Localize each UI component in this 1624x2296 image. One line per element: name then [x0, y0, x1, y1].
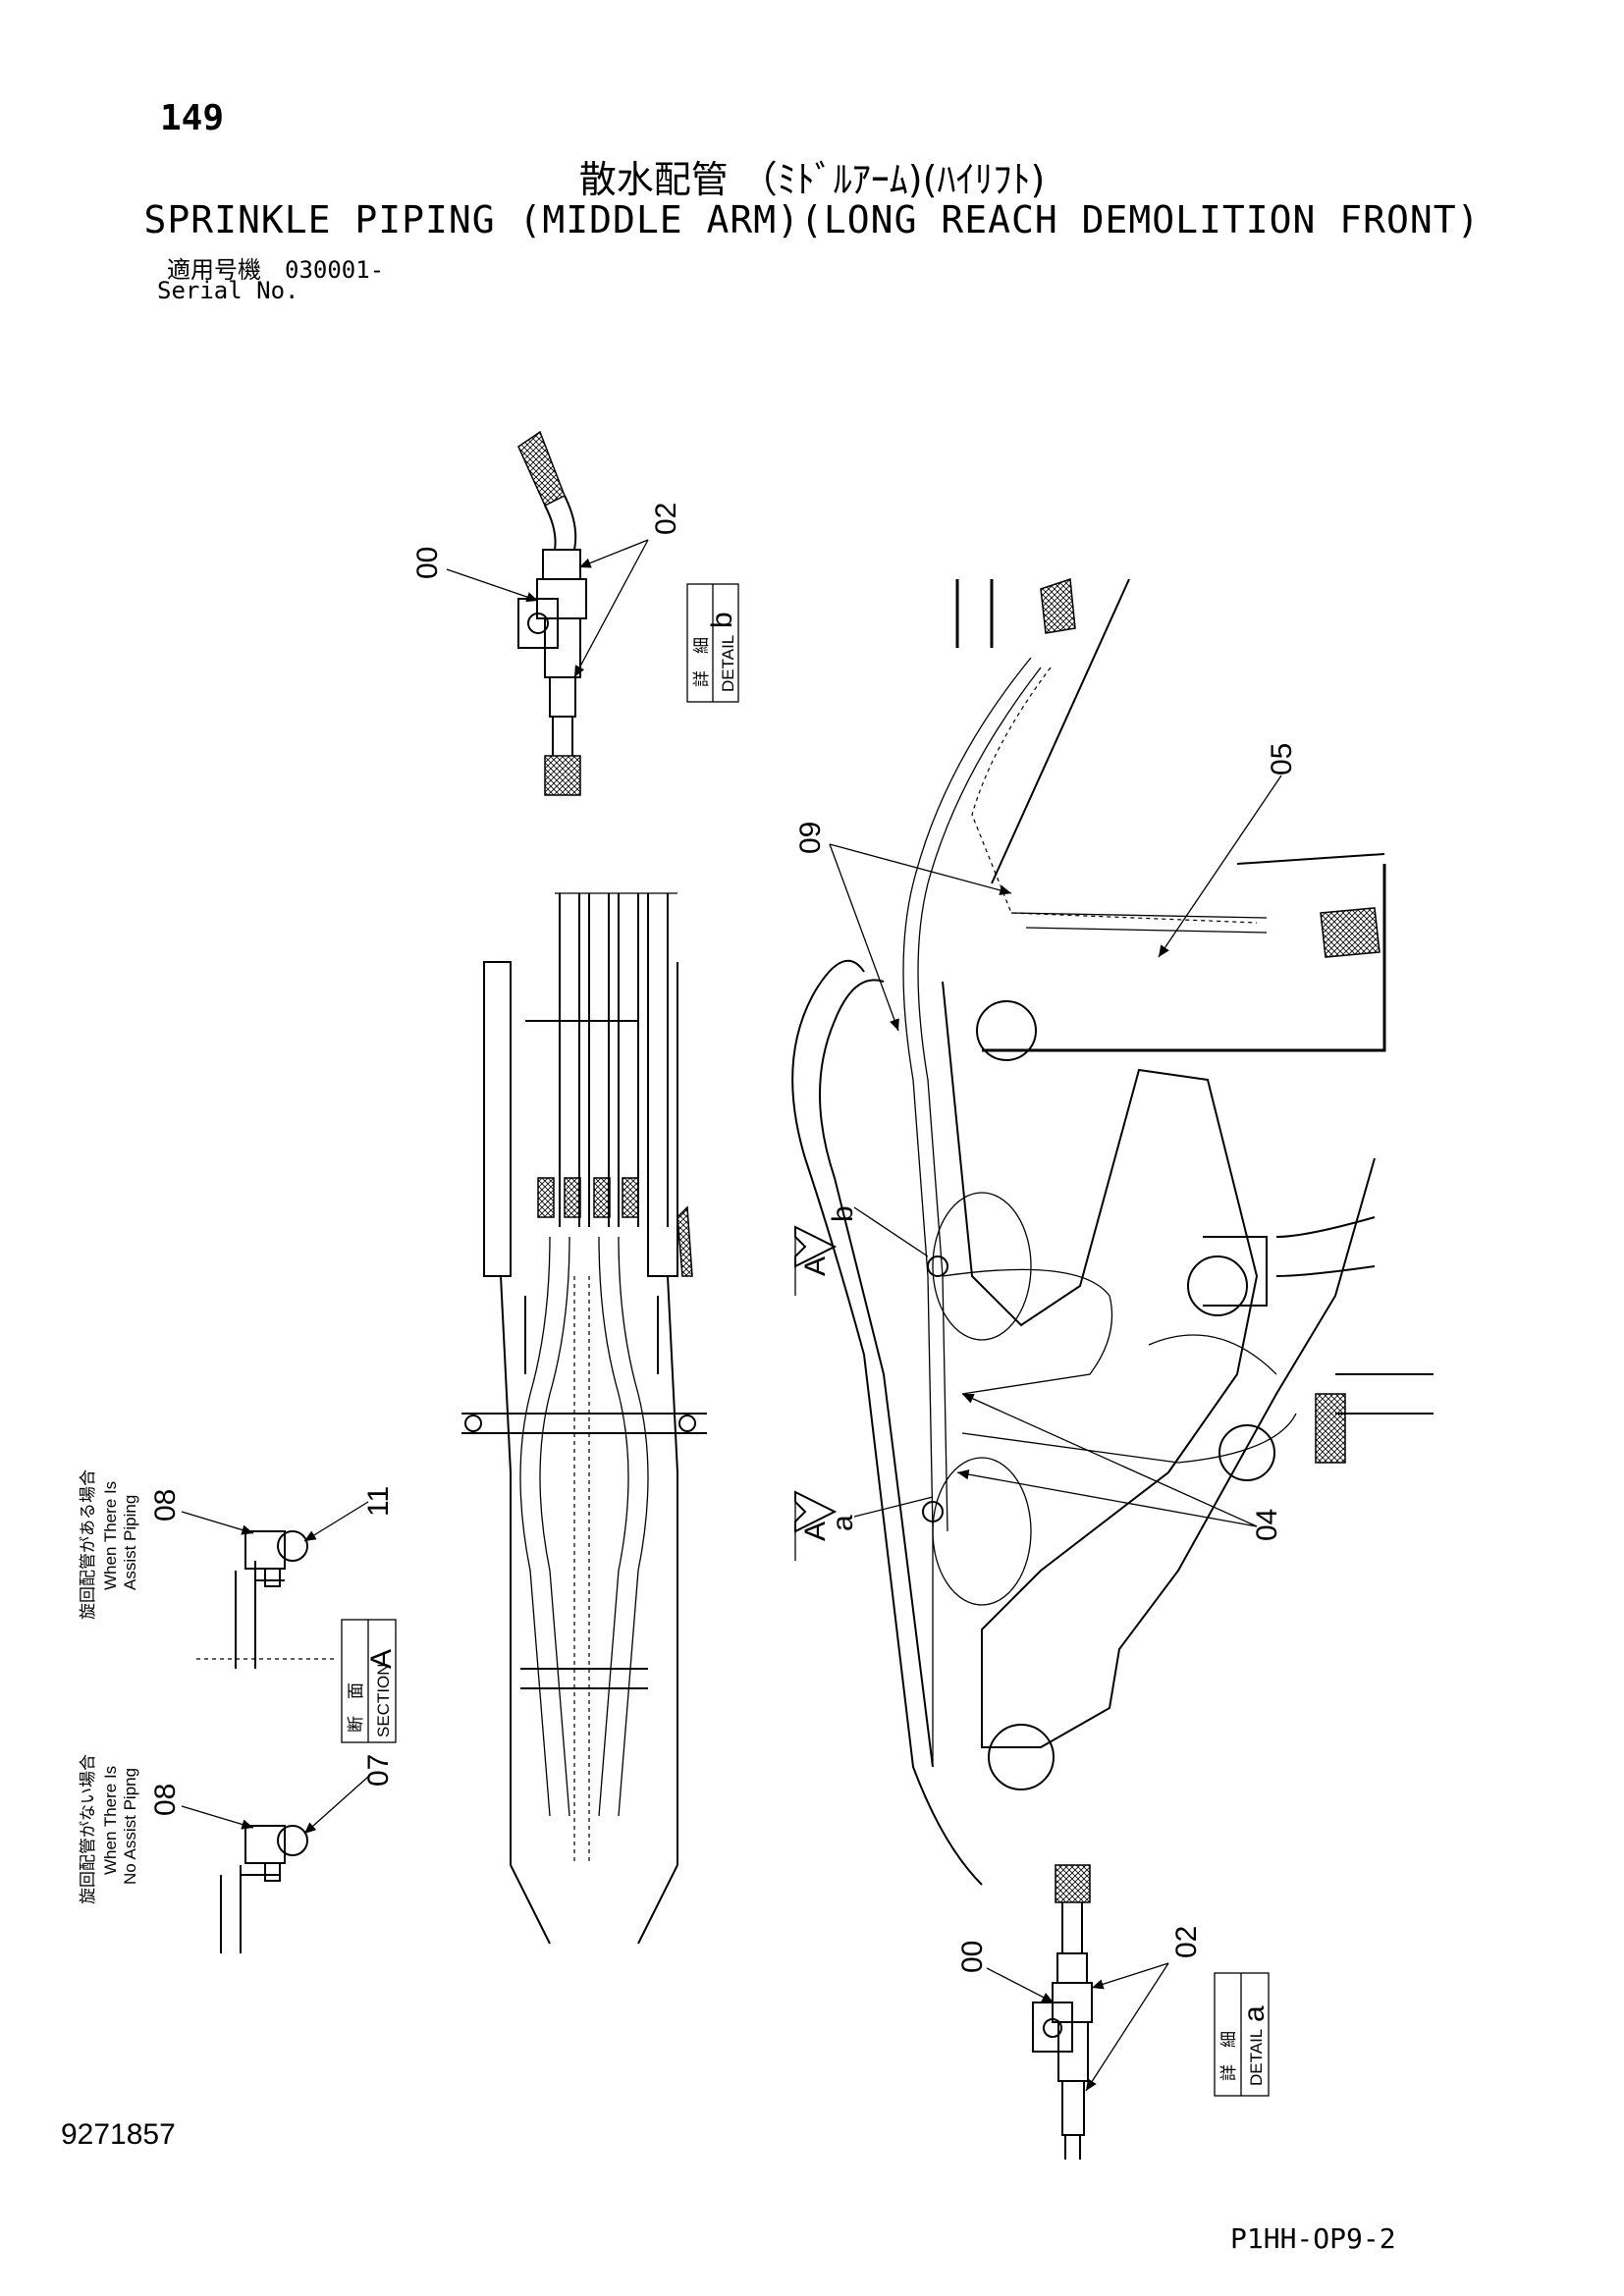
callout-04: 04 [1251, 1509, 1283, 1541]
svg-text:No Assist Pipng: No Assist Pipng [121, 1768, 139, 1885]
section-arrow-a-bottom: A [794, 1490, 838, 1561]
svg-text:A: A [799, 1256, 832, 1276]
callout-07: 07 [362, 1754, 395, 1787]
detail-b-box: 詳 細 DETAIL b [686, 583, 739, 703]
svg-text:a: a [1238, 2005, 1271, 2022]
svg-text:DETAIL: DETAIL [1247, 2029, 1266, 2086]
arm-side-view [791, 577, 1434, 1886]
callout-09: 09 [794, 822, 827, 854]
detail-a-fitting [1032, 1864, 1093, 2160]
leader-b: b [827, 1205, 859, 1222]
assist-piping-note: 旋回配管がある場合 When There Is Assist Piping [79, 1469, 139, 1620]
svg-text:When There Is: When There Is [101, 1481, 120, 1590]
document-number: 9271857 [61, 2118, 176, 2151]
svg-text:旋回配管がある場合: 旋回配管がある場合 [79, 1469, 97, 1620]
drawing-code: P1HH-OP9-2 [1230, 2222, 1396, 2255]
callout-05: 05 [1266, 743, 1298, 775]
section-a-view [461, 892, 707, 1945]
svg-text:Assist Piping: Assist Piping [121, 1495, 139, 1590]
detail-b-fitting [517, 430, 587, 796]
svg-text:A: A [365, 1649, 398, 1669]
page-number: 149 [160, 98, 225, 138]
serial-label-japanese: 適用号機 030001- [167, 256, 385, 284]
leader-a: a [827, 1515, 859, 1531]
detail-a-box: 詳 細 DETAIL a [1214, 1972, 1271, 2097]
title-japanese: 散水配管 （ﾐﾄﾞﾙｱｰﾑ)(ﾊｲﾘﾌﾄ) [578, 158, 1046, 201]
title-english: SPRINKLE PIPING (MIDDLE ARM)(LONG REACH … [143, 198, 1481, 241]
callout-02: 02 [650, 503, 682, 535]
callout-02-detail-a: 02 [1170, 1926, 1203, 1958]
section-arrow-a-top: A [794, 1225, 838, 1296]
no-assist-piping-note: 旋回配管がない場合 When There Is No Assist Pipng [79, 1754, 139, 1904]
svg-text:詳 細: 詳 細 [692, 637, 711, 687]
svg-text:詳 細: 詳 細 [1219, 2031, 1238, 2081]
callout-00: 00 [411, 547, 444, 579]
svg-text:When There Is: When There Is [101, 1766, 120, 1875]
svg-text:A: A [799, 1522, 832, 1541]
svg-text:SECTION: SECTION [374, 1663, 393, 1737]
svg-text:DETAIL: DETAIL [719, 635, 737, 692]
svg-text:断 面: 断 面 [347, 1682, 365, 1733]
no-assist-piping-detail [220, 1825, 308, 1953]
section-a-box: 断 面 SECTION A [341, 1619, 398, 1743]
assist-piping-detail [196, 1530, 334, 1669]
serial-label-english: Serial No. [157, 277, 299, 304]
callout-08-no-assist: 08 [149, 1784, 182, 1816]
svg-text:旋回配管がない場合: 旋回配管がない場合 [79, 1754, 97, 1904]
callout-00-detail-a: 00 [956, 1941, 989, 1973]
callout-11: 11 [362, 1486, 395, 1517]
callout-08-assist: 08 [149, 1489, 182, 1522]
svg-text:b: b [706, 612, 738, 628]
